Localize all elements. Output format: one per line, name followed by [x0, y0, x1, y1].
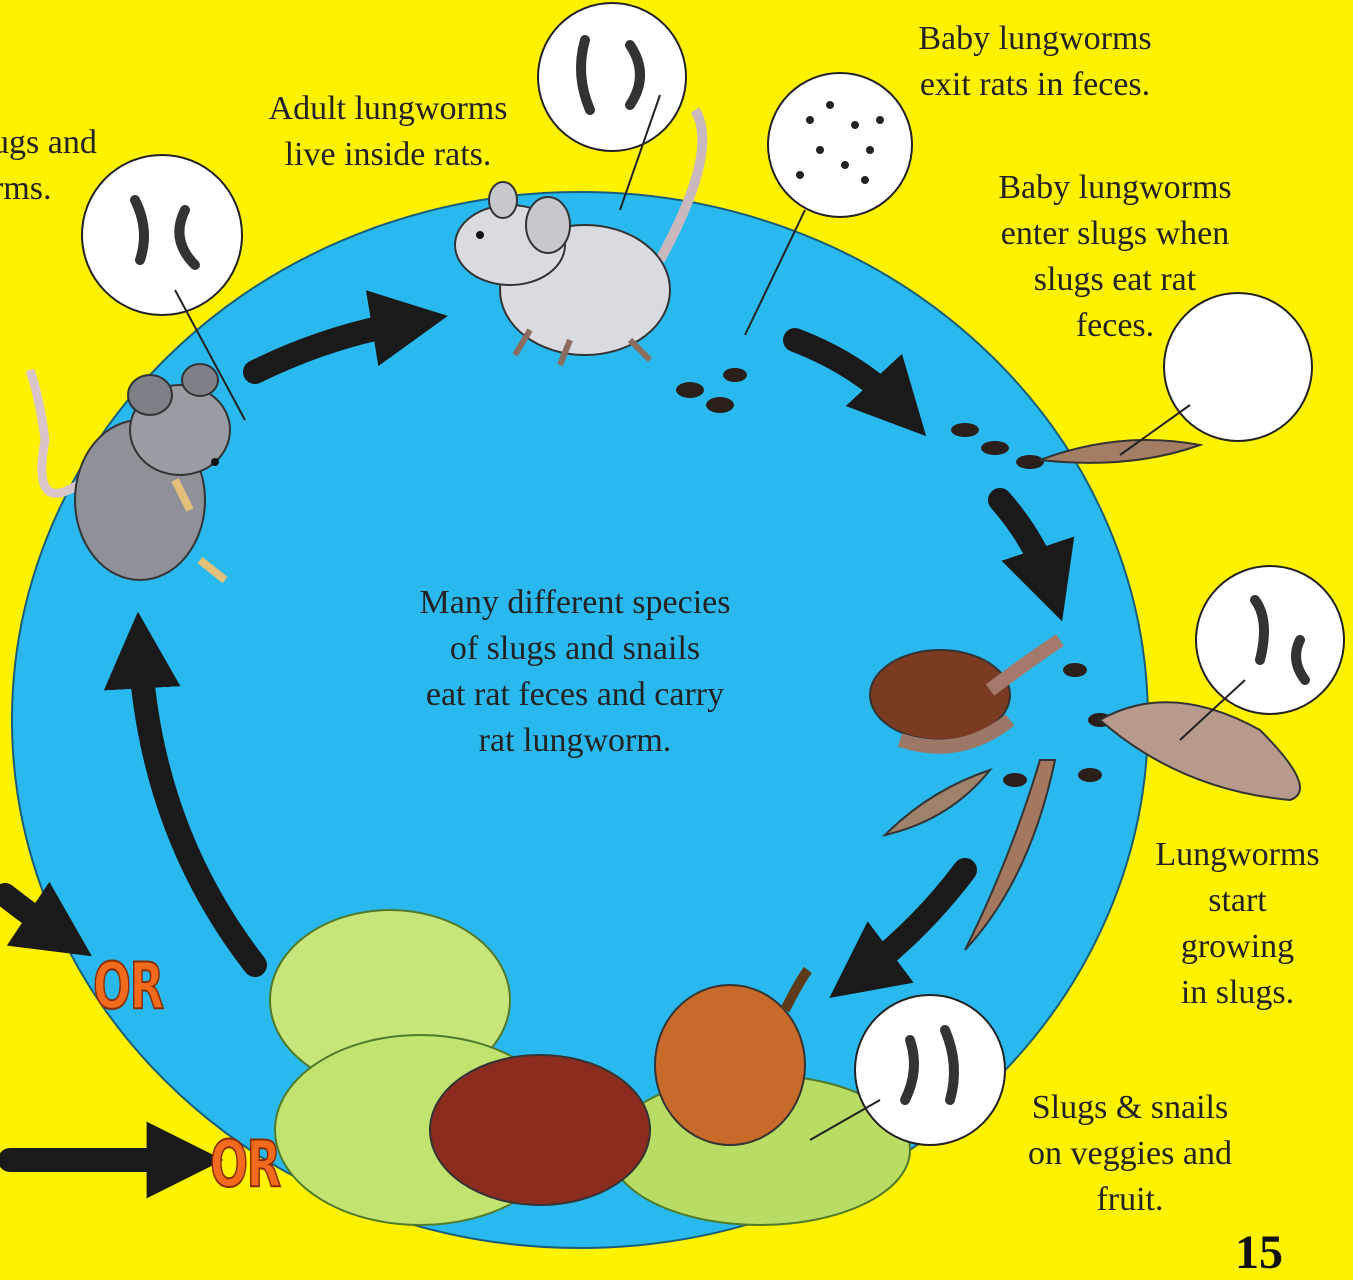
or-label: OR: [93, 950, 163, 1024]
enter-slugs-label: Baby lungworms enter slugs when slugs ea…: [955, 165, 1275, 349]
or-label: OR: [210, 1128, 280, 1202]
center-description: Many different species of slugs and snai…: [355, 580, 795, 764]
exit-rats-label: Baby lungworms exit rats in feces.: [870, 16, 1200, 108]
adult-lungworms-label: Adult lungworms live inside rats.: [238, 86, 538, 178]
veggies-fruit-label: Slugs & snails on veggies and fruit.: [1000, 1085, 1260, 1223]
growing-in-slugs-label: Lungworms start growing in slugs.: [1125, 832, 1350, 1016]
page-number: 15: [1235, 1225, 1283, 1280]
left-partial-label: ugs and rms.: [0, 120, 132, 212]
